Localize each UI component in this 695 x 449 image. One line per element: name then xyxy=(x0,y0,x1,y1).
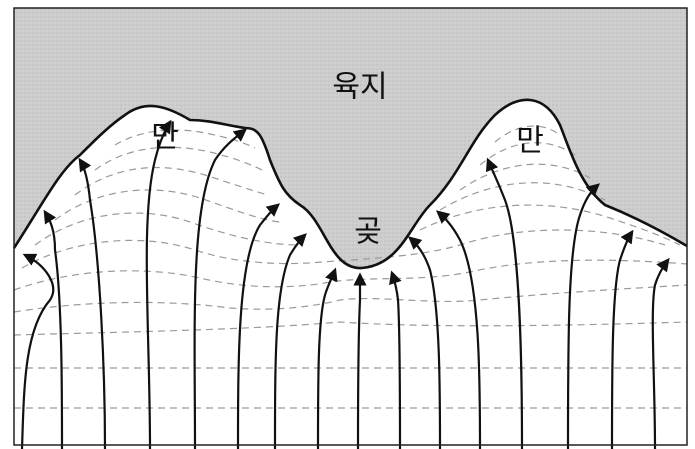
wave-crest xyxy=(13,259,688,291)
wave-ray xyxy=(145,119,172,449)
land-area xyxy=(14,8,687,269)
wave-crest xyxy=(13,284,688,313)
wave-crests xyxy=(13,125,688,409)
wave-ray xyxy=(273,233,307,449)
wave-ray xyxy=(485,157,524,449)
wave-crest xyxy=(34,204,681,246)
wave-crest xyxy=(74,163,591,196)
bay-label-right: 만 xyxy=(516,124,544,159)
wave-crest xyxy=(13,321,688,336)
wave-ray xyxy=(236,203,281,449)
wave-rays xyxy=(20,119,670,449)
wave-ray xyxy=(316,267,338,449)
frame-border xyxy=(13,7,688,446)
wave-ray xyxy=(193,128,248,449)
wave-ray xyxy=(20,253,55,449)
wave-ray xyxy=(408,236,442,449)
wave-ray xyxy=(610,229,634,449)
wave-ray xyxy=(78,157,107,449)
wave-ray xyxy=(566,183,600,449)
wave-ray xyxy=(353,272,367,449)
wave-ray xyxy=(43,209,64,449)
wave-crest xyxy=(114,125,561,149)
bay-label-left: 만 xyxy=(151,120,179,155)
headland-label: 곶 xyxy=(354,215,382,250)
land-label: 육지 xyxy=(332,70,387,105)
wave-ray xyxy=(651,257,670,449)
wave-ray xyxy=(389,270,402,449)
wave-ray xyxy=(435,210,482,449)
coastline xyxy=(12,98,688,270)
